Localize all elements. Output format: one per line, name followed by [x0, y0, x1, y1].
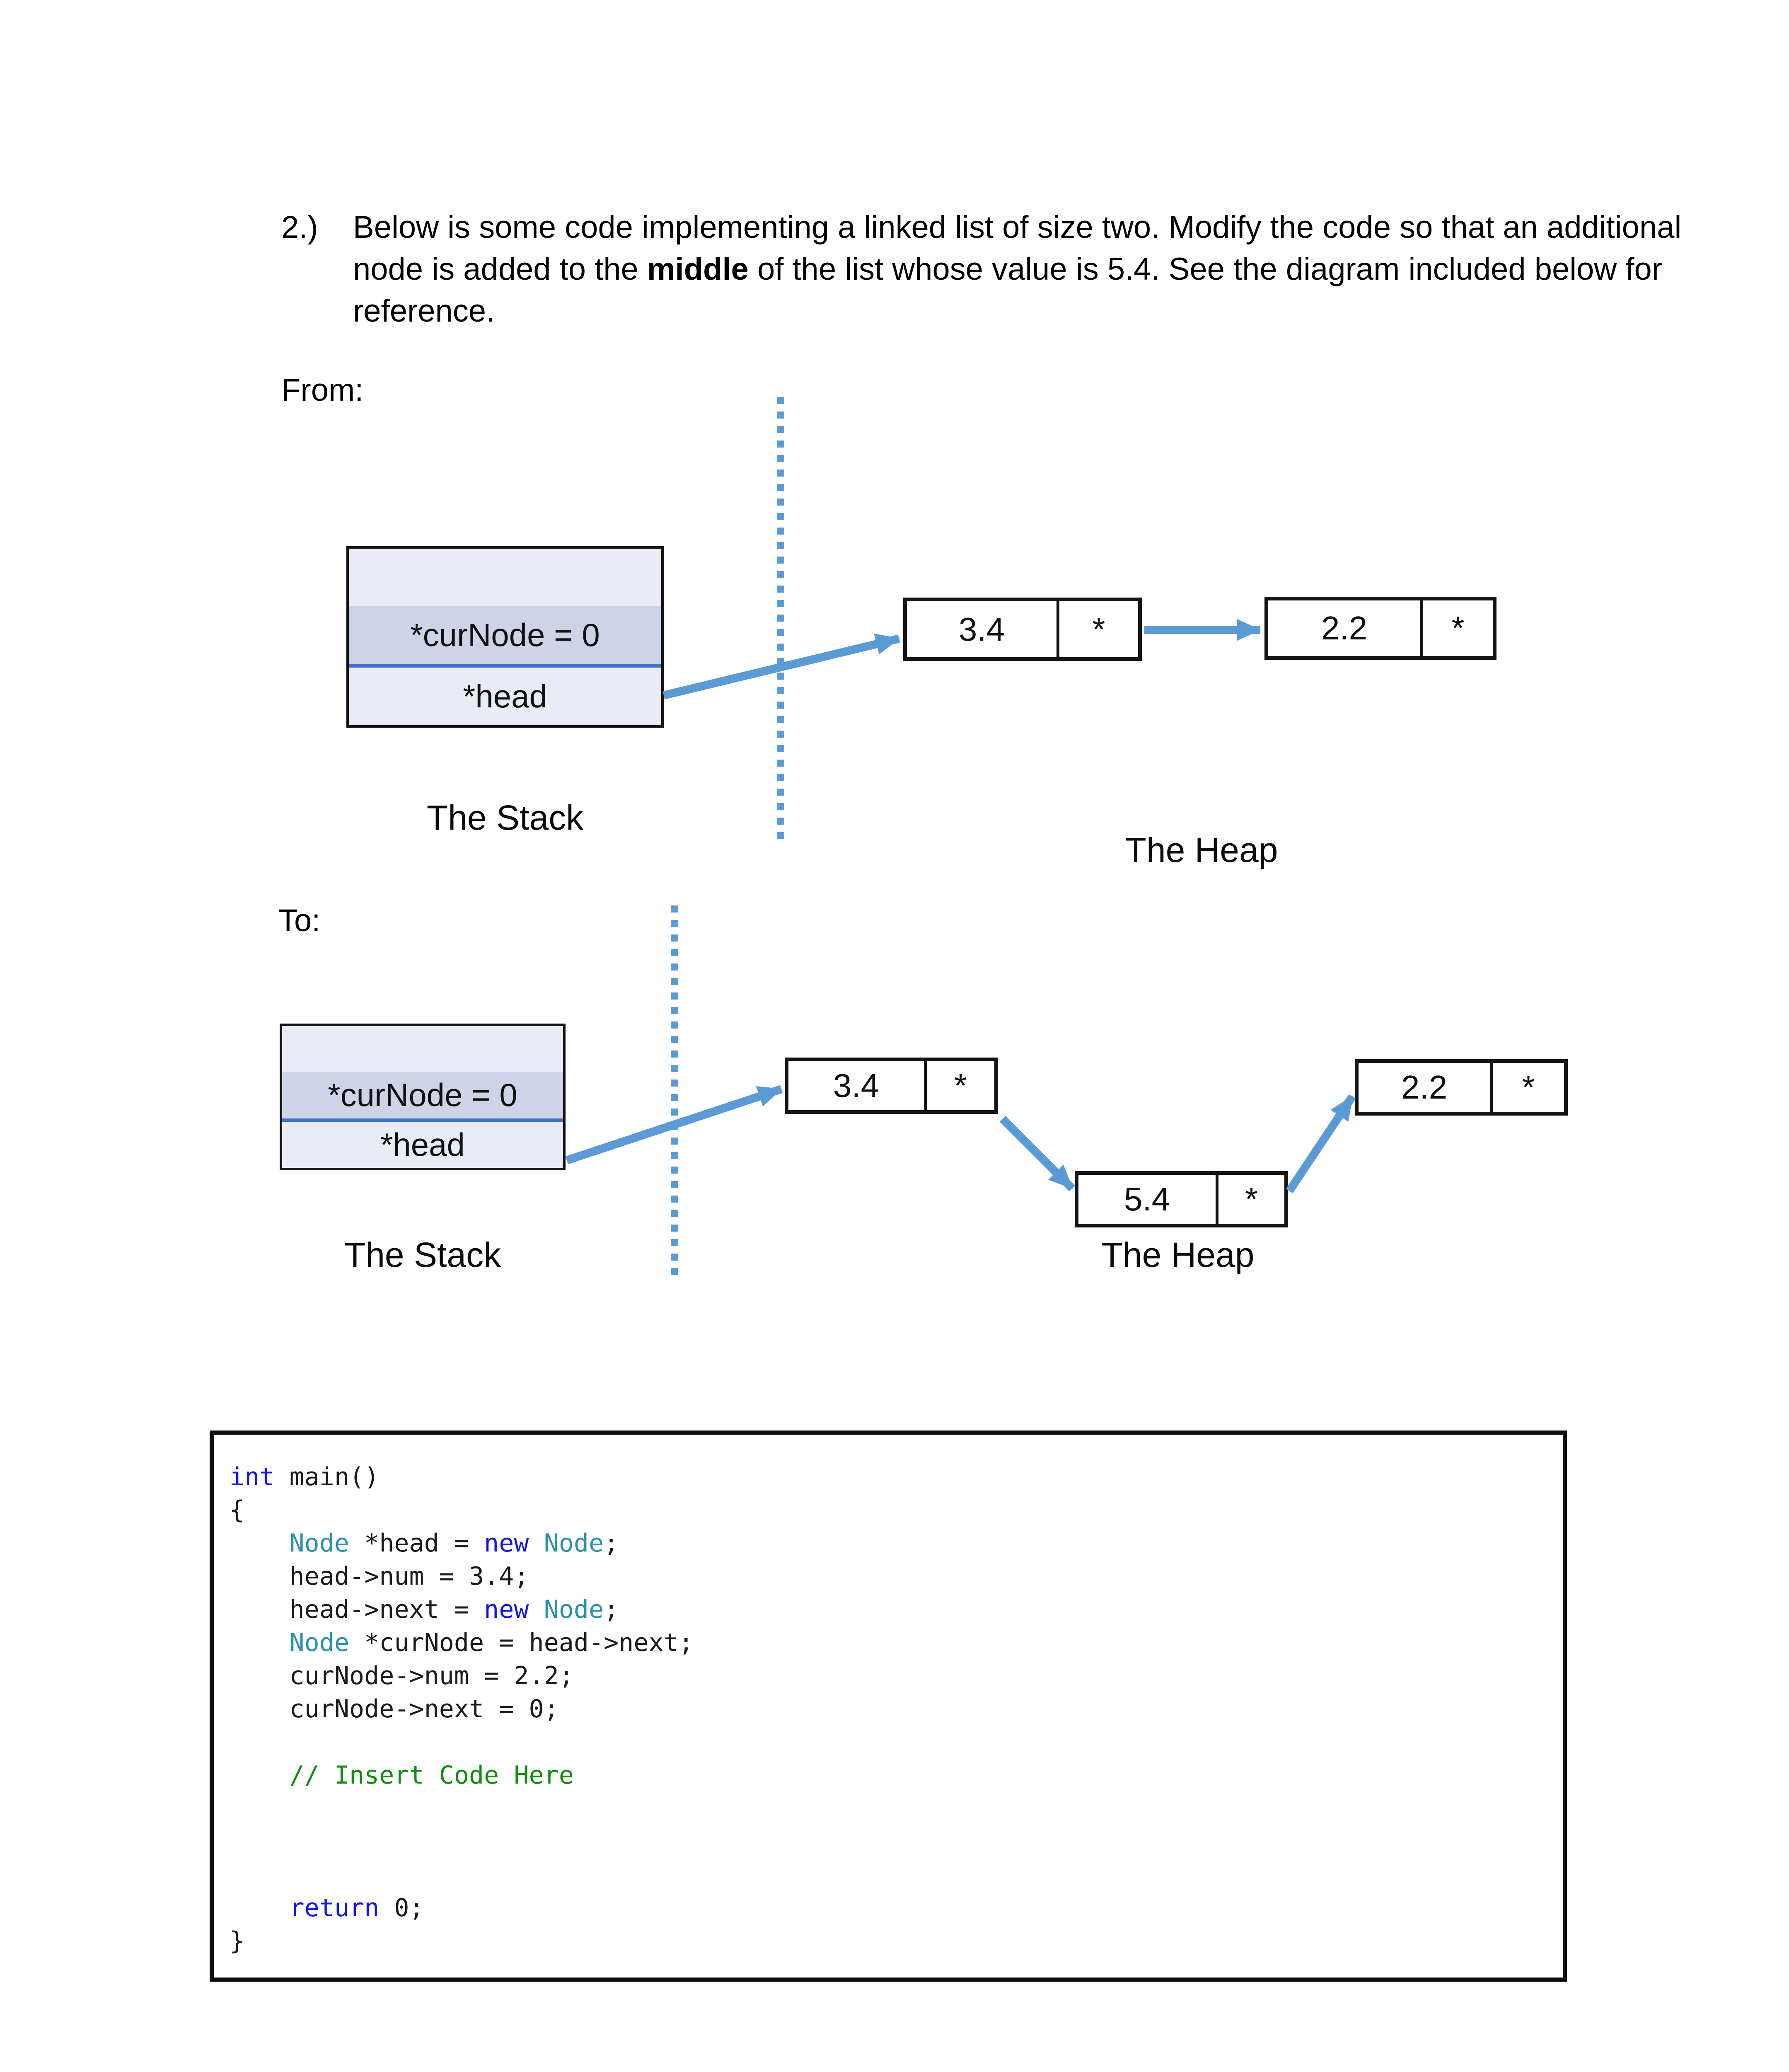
code-line — [230, 1726, 1563, 1759]
question-text: Below is some code implementing a linked… — [353, 206, 1781, 332]
to-label: To: — [278, 903, 321, 938]
heap-node-to-1: 3.4 * — [785, 1058, 998, 1114]
node-value-cell: 3.4 — [958, 610, 1005, 648]
node-pointer-cell: * — [1490, 1063, 1564, 1112]
stack-caption-from: The Stack — [426, 798, 584, 837]
question-line-3: reference. — [353, 293, 495, 329]
stack-empty-row — [349, 549, 661, 607]
code-line: head->next = new Node; — [230, 1595, 619, 1624]
code-line: } — [230, 1927, 245, 1956]
code-line: Node *head = new Node; — [289, 1529, 619, 1558]
code-line: head->num = 3.4; — [230, 1562, 529, 1591]
arrow-middle-to-last-node — [1286, 1094, 1356, 1193]
question-bold-middle: middle — [647, 252, 749, 287]
stack-box-from: *curNode = 0 *head — [346, 546, 664, 728]
code-line — [230, 1858, 1563, 1891]
question-line-2-pre: node is added to the — [353, 252, 647, 287]
code-line: curNode->next = 0; — [230, 1694, 559, 1723]
stack-head-label: *head — [380, 1126, 465, 1163]
heap-node-to-middle: 5.4 * — [1075, 1171, 1288, 1227]
head-pointer-arrow-from — [662, 633, 900, 700]
code-lines: int main() { Node *head = new Node; head-… — [214, 1435, 1563, 1958]
stack-head-row: *head — [282, 1118, 563, 1168]
stack-caption-to: The Stack — [344, 1235, 501, 1274]
heap-node-to-2: 2.2 * — [1355, 1059, 1568, 1116]
stack-empty-row — [282, 1026, 563, 1072]
stack-curnode-row: *curNode = 0 — [349, 606, 661, 664]
heap-node-from-2: 2.2 * — [1264, 597, 1496, 660]
stack-head-label: *head — [463, 678, 547, 714]
code-line: { — [230, 1496, 245, 1525]
stack-curnode-label: *curNode = 0 — [410, 617, 600, 654]
code-line: int main() — [230, 1462, 380, 1491]
node-pointer-cell: * — [1420, 600, 1493, 656]
node-value-cell: 3.4 — [833, 1067, 880, 1104]
node-value-cell: 2.2 — [1321, 610, 1368, 646]
code-line: return 0; — [289, 1893, 424, 1922]
head-pointer-arrow-to — [565, 1085, 783, 1164]
code-line: // Insert Code Here — [289, 1761, 574, 1790]
node-pointer-cell: * — [1056, 601, 1138, 657]
node-value-cell: 2.2 — [1401, 1069, 1448, 1106]
question-line-1: Below is some code implementing a linked… — [353, 210, 1682, 245]
stack-curnode-row: *curNode = 0 — [282, 1072, 563, 1118]
heap-caption-to: The Heap — [1101, 1235, 1255, 1274]
code-line — [230, 1792, 1563, 1825]
from-label: From: — [281, 373, 364, 408]
code-line: Node *curNode = head->next; — [289, 1628, 694, 1657]
heap-node-from-1: 3.4 * — [903, 598, 1142, 661]
question-line-2-post: of the list whose value is 5.4. See the … — [748, 252, 1663, 287]
node-value-cell: 5.4 — [1124, 1181, 1170, 1218]
code-box: int main() { Node *head = new Node; head-… — [210, 1431, 1567, 1982]
question-number: 2.) — [281, 210, 318, 245]
code-line — [230, 1825, 1563, 1858]
code-line: curNode->num = 2.2; — [230, 1661, 574, 1690]
stack-head-row: *head — [349, 664, 661, 725]
node-pointer-cell: * — [1216, 1175, 1284, 1224]
stack-box-to: *curNode = 0 *head — [280, 1024, 566, 1170]
question: 2.) Below is some code implementing a li… — [281, 206, 1781, 332]
arrow-to-middle-node — [999, 1116, 1076, 1192]
heap-caption-from: The Heap — [1125, 830, 1278, 869]
node-pointer-cell: * — [924, 1061, 994, 1110]
stack-curnode-label: *curNode = 0 — [328, 1077, 517, 1113]
